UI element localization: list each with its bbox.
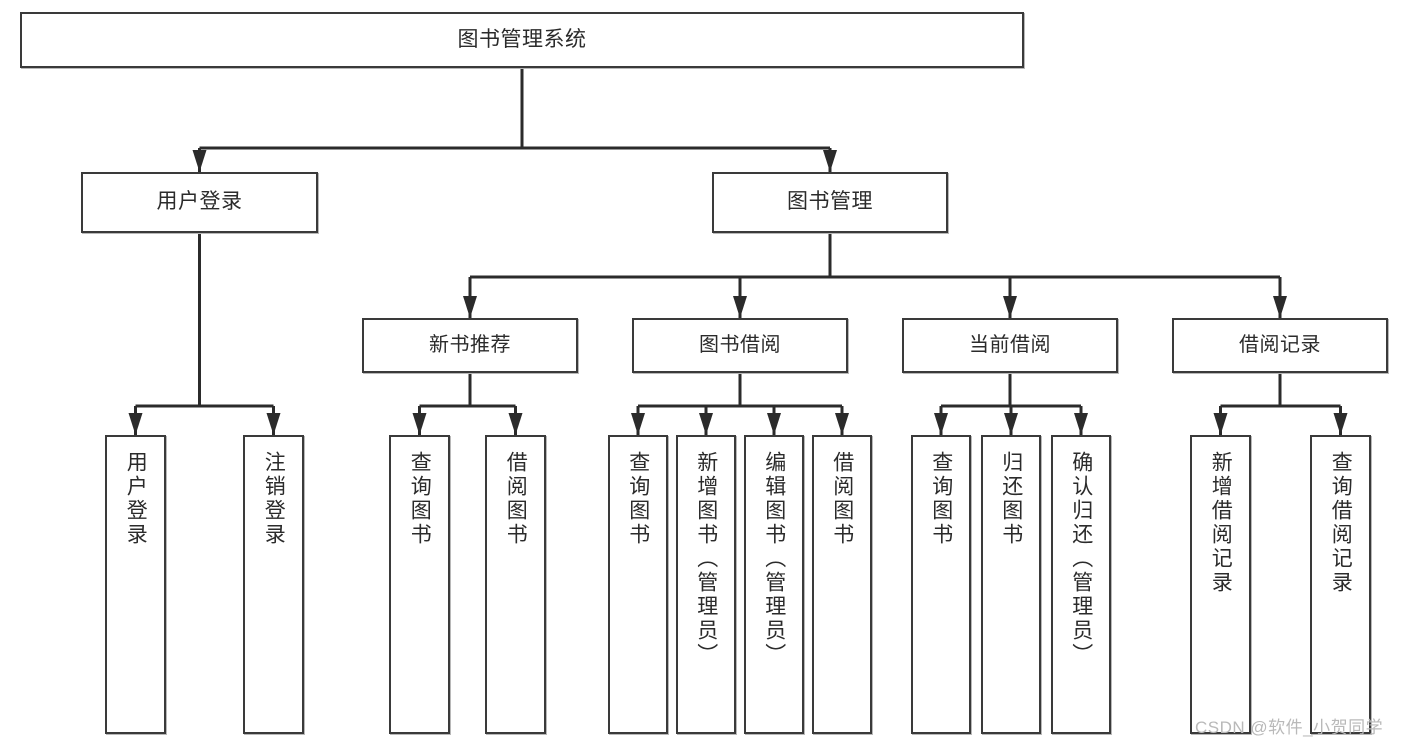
node-leaf-current-query-book[interactable]: 查询图书: [911, 435, 971, 734]
node-label: 新增借阅记录: [1209, 451, 1233, 595]
node-label: 借阅图书: [504, 451, 528, 547]
arrowhead-icon: [266, 413, 281, 435]
node-label: 新书推荐: [429, 333, 511, 356]
watermark-label: CSDN @软件_小贺同学: [1195, 718, 1384, 737]
node-leaf-borrow-borrow-book[interactable]: 借阅图书: [812, 435, 872, 734]
node-leaf-user-login[interactable]: 用户登录: [105, 435, 166, 734]
node-leaf-record-add[interactable]: 新增借阅记录: [1190, 435, 1251, 734]
node-leaf-user-logout[interactable]: 注销登录: [243, 435, 304, 734]
node-book-manage[interactable]: 图书管理: [712, 172, 948, 233]
node-root[interactable]: 图书管理系统: [20, 12, 1024, 68]
node-label: 查询图书: [626, 451, 650, 547]
node-label: 图书管理系统: [457, 27, 587, 51]
node-label: 查询图书: [408, 451, 432, 547]
arrowhead-icon: [699, 413, 713, 435]
node-label: 查询借阅记录: [1329, 451, 1353, 595]
node-leaf-current-confirm-return[interactable]: 确认归还（管理员）: [1051, 435, 1111, 734]
node-new-book-rec[interactable]: 新书推荐: [362, 318, 578, 373]
node-label: 图书管理: [787, 190, 873, 214]
node-label: 借阅记录: [1239, 333, 1321, 356]
node-label: 归还图书: [999, 451, 1023, 547]
node-label: 借阅图书: [830, 451, 854, 547]
node-label: 图书借阅: [699, 333, 781, 356]
node-leaf-borrow-add-book[interactable]: 新增图书（管理员）: [676, 435, 736, 734]
arrowhead-icon: [463, 296, 477, 318]
arrowhead-icon: [1074, 413, 1088, 435]
node-label: 确认归还（管理员）: [1069, 451, 1093, 667]
node-label: 编辑图书（管理员）: [762, 451, 786, 667]
node-current-borrow[interactable]: 当前借阅: [902, 318, 1118, 373]
arrowhead-icon: [508, 413, 523, 435]
arrowhead-icon: [1273, 296, 1287, 318]
node-leaf-rec-borrow-book[interactable]: 借阅图书: [485, 435, 546, 734]
arrowhead-icon: [128, 413, 143, 435]
arrowhead-icon: [1003, 296, 1017, 318]
arrowhead-icon: [934, 413, 948, 435]
node-user-login[interactable]: 用户登录: [81, 172, 318, 233]
arrowhead-icon: [412, 413, 427, 435]
node-borrow-record[interactable]: 借阅记录: [1172, 318, 1388, 373]
arrowhead-icon: [631, 413, 645, 435]
node-leaf-rec-query-book[interactable]: 查询图书: [389, 435, 450, 734]
arrowhead-icon: [835, 413, 849, 435]
node-leaf-borrow-query-book[interactable]: 查询图书: [608, 435, 668, 734]
arrowhead-icon: [1213, 413, 1228, 435]
node-leaf-current-return-book[interactable]: 归还图书: [981, 435, 1041, 734]
node-label: 用户登录: [124, 451, 148, 547]
node-leaf-borrow-edit-book[interactable]: 编辑图书（管理员）: [744, 435, 804, 734]
arrowhead-icon: [767, 413, 781, 435]
arrowhead-icon: [1333, 413, 1348, 435]
node-leaf-record-query[interactable]: 查询借阅记录: [1310, 435, 1371, 734]
arrowhead-icon: [1004, 413, 1018, 435]
arrowhead-icon: [733, 296, 747, 318]
node-label: 查询图书: [929, 451, 953, 547]
node-book-borrow[interactable]: 图书借阅: [632, 318, 848, 373]
arrowhead-icon: [823, 150, 837, 172]
node-label: 新增图书（管理员）: [694, 451, 718, 667]
node-label: 用户登录: [156, 190, 243, 214]
node-label: 当前借阅: [969, 333, 1051, 356]
arrowhead-icon: [192, 150, 207, 172]
node-label: 注销登录: [262, 451, 286, 547]
